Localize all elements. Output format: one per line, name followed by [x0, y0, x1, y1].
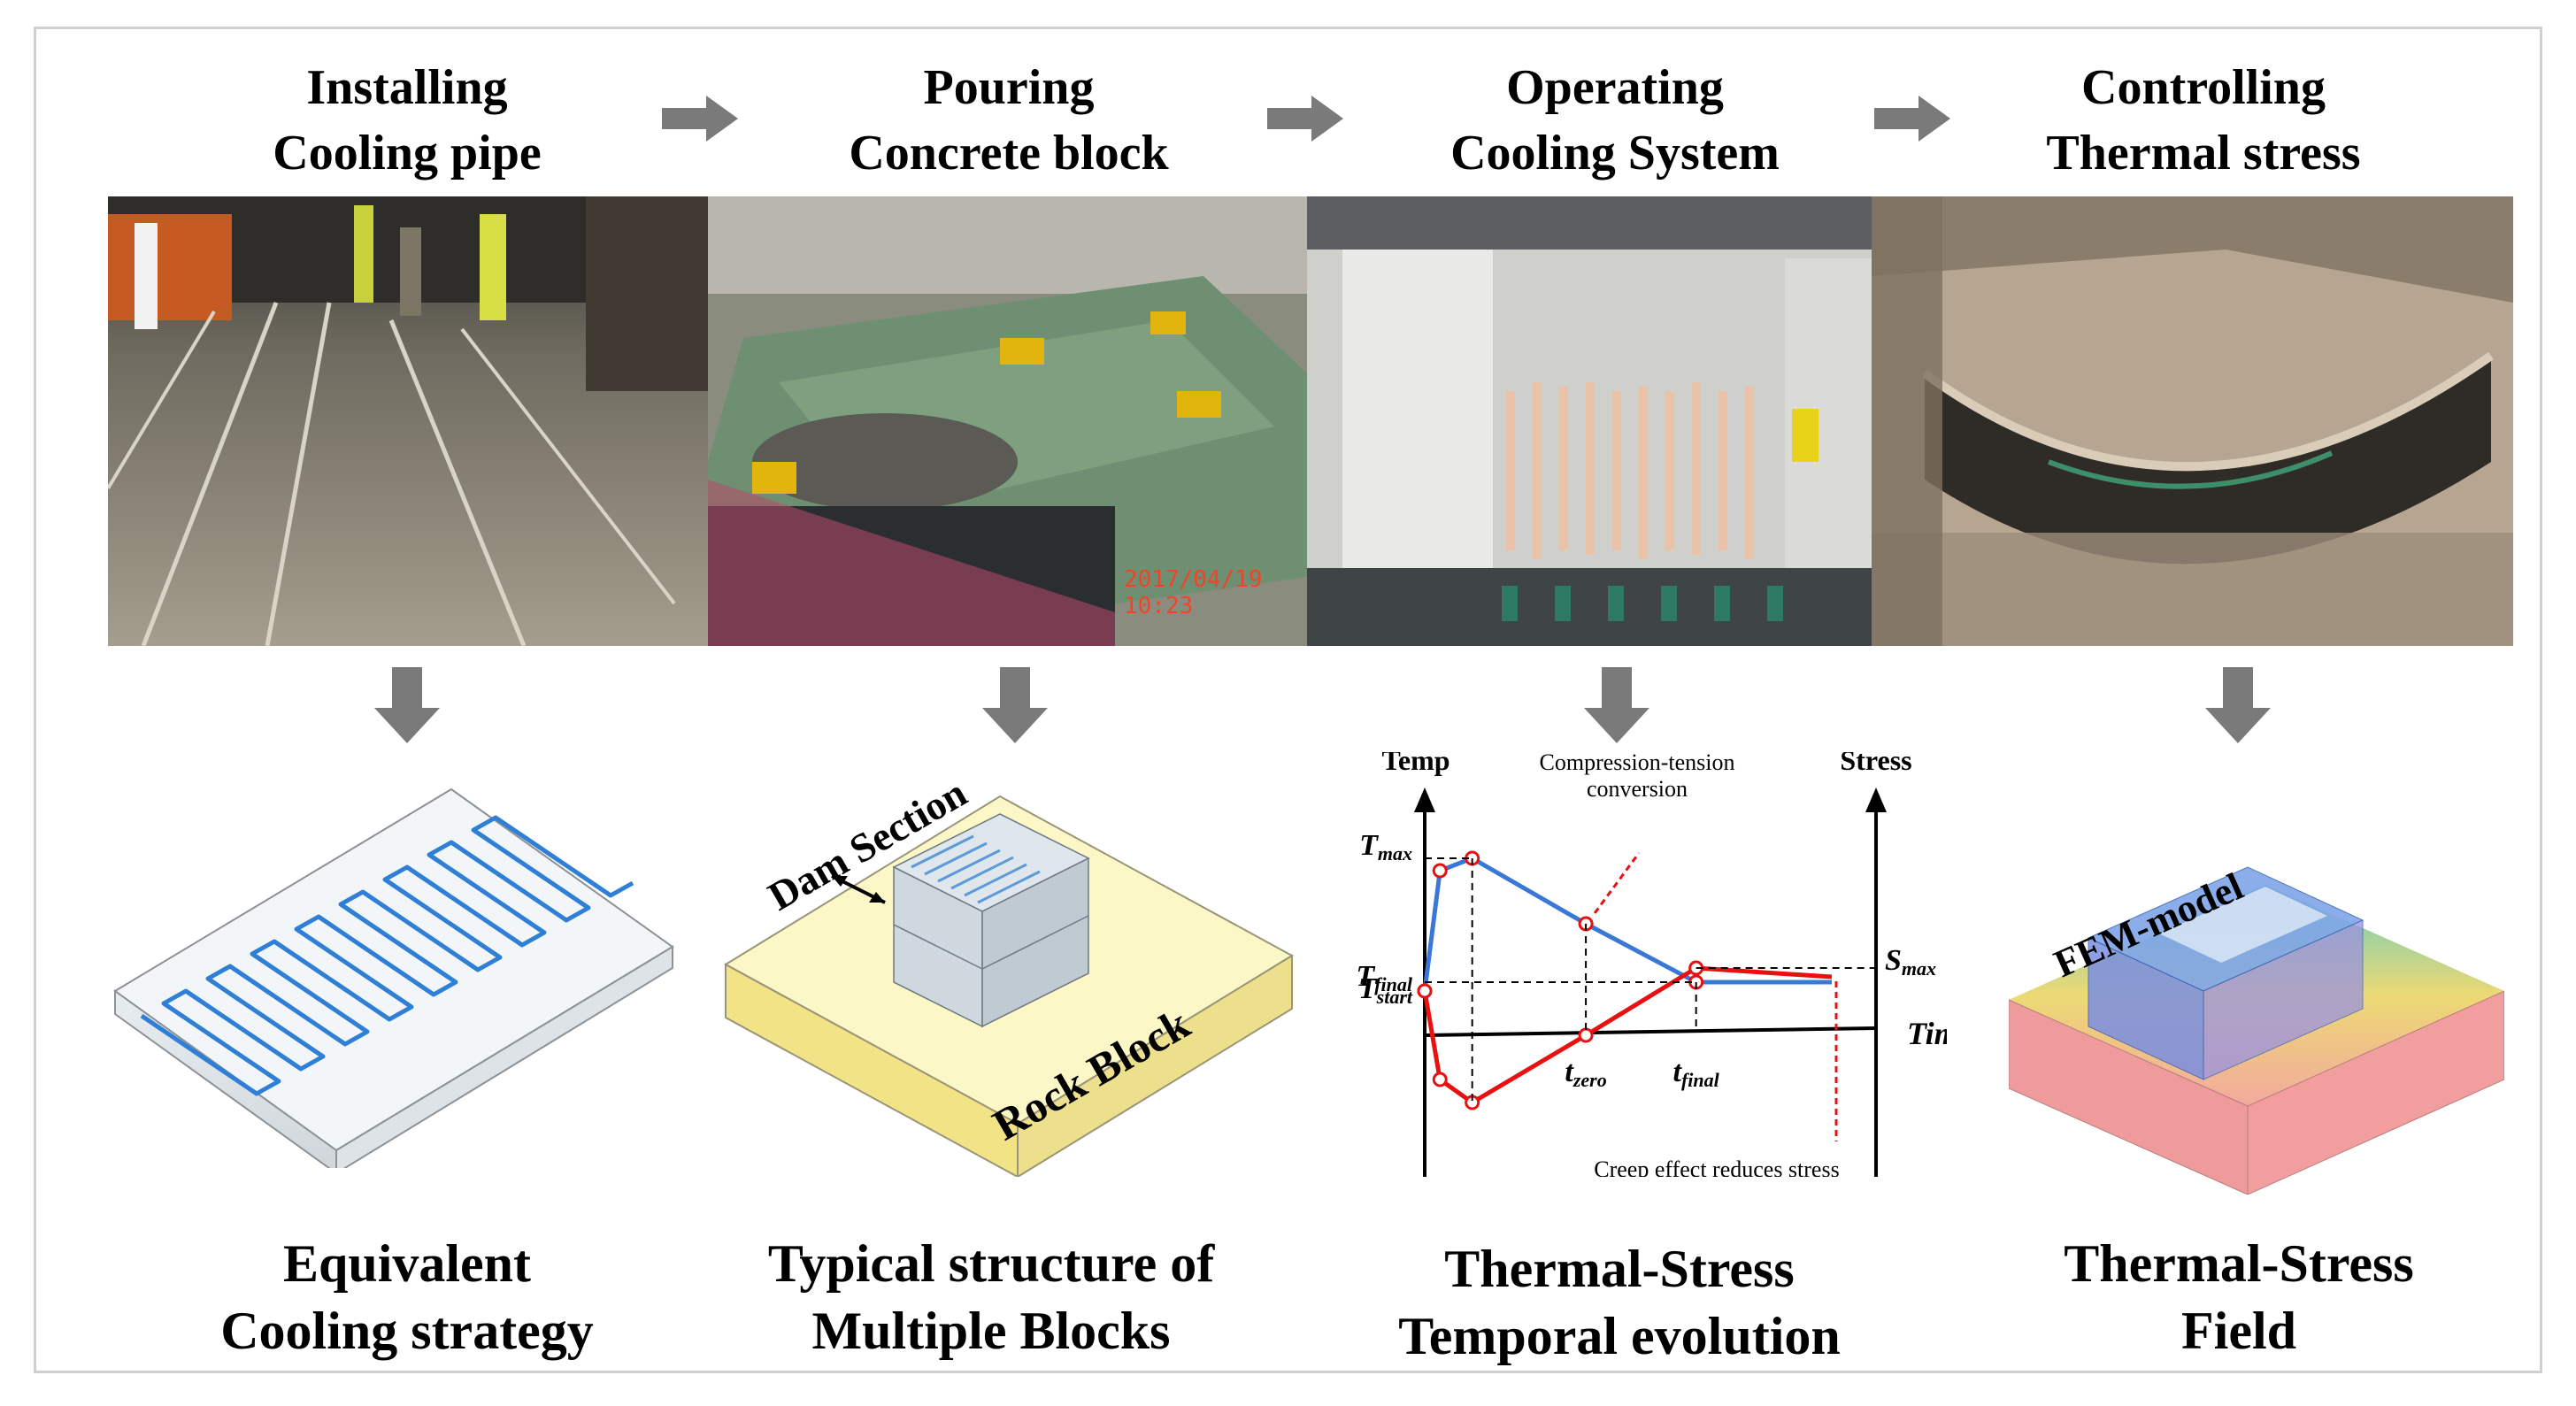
down-arrow-icon — [374, 667, 440, 743]
stress-axis-label: Stress — [1840, 752, 1911, 776]
tfinal-tick: Tfinal — [1356, 960, 1412, 995]
step1-title: Installing Cooling pipe — [273, 60, 542, 181]
caption-equivalent-cooling: Equivalent Cooling strategy — [220, 1234, 594, 1360]
fem-model-diagram: FEM-model — [2009, 864, 2504, 1195]
tfinal-tick-x: tfinal — [1673, 1056, 1720, 1091]
photo-installing-cooling-pipe — [108, 196, 708, 646]
figure-frame — [34, 27, 2542, 1373]
time-axis — [1424, 1026, 1877, 1037]
right-arrow-icon — [662, 96, 738, 142]
conversion-annotation: Compression-tension — [1540, 752, 1735, 775]
conversion-arrow — [1593, 852, 1641, 914]
time-axis-label: Time — [1907, 1016, 1947, 1051]
stress-point — [1432, 1072, 1448, 1087]
stress-point — [1578, 1027, 1594, 1043]
tstart-tick: Tstart — [1358, 972, 1413, 1008]
stress-point — [1417, 983, 1433, 999]
caption-thermal-stress-field: Thermal-Stress Field — [2064, 1234, 2414, 1360]
caption-temporal-evolution: Thermal-Stress Temporal evolution — [1398, 1240, 1841, 1365]
right-arrow-icon — [1874, 96, 1950, 142]
photo-operating-cooling-system — [1307, 196, 1872, 646]
temperature-point — [1432, 863, 1448, 879]
stress-curve — [1422, 965, 1833, 1105]
conversion-annotation: conversion — [1587, 776, 1688, 802]
step2-title: Pouring Concrete block — [849, 60, 1169, 181]
down-arrow-icon — [2205, 667, 2271, 743]
tzero-tick: tzero — [1565, 1056, 1606, 1091]
right-arrow-icon — [1267, 96, 1343, 142]
step3-title: Operating Cooling System — [1450, 60, 1780, 181]
smax-tick: Smax — [1885, 944, 1936, 980]
thermal-stress-chart: Temp StressTime Compression-tensionconvers… — [1356, 752, 1947, 1177]
step4-title: Controlling Thermal stress — [2046, 60, 2361, 181]
multi-block-diagram: Dam Section Rock Block — [724, 770, 1294, 1177]
tmax-tick: Tmax — [1359, 829, 1412, 864]
creep-annotation: Creep effect reduces stress — [1594, 1156, 1839, 1177]
fem-dam-block — [2087, 866, 2365, 1080]
photo-date-stamp: 2017/04/19 10:23 — [1124, 566, 1263, 619]
dam-section-stack — [892, 813, 1090, 1028]
photo-controlling-thermal-stress — [1872, 196, 2513, 646]
photo-pouring-concrete-block: 2017/04/19 10:23 — [708, 196, 1307, 646]
cooling-slab-diagram — [113, 788, 674, 1168]
down-arrow-icon — [982, 667, 1048, 743]
temperature-curve — [1422, 856, 1832, 992]
down-arrow-icon — [1584, 667, 1649, 743]
cooling-pipe-coil — [140, 815, 634, 1096]
left-axis-arrow — [1414, 788, 1435, 812]
temp-axis-label: Temp — [1381, 752, 1449, 776]
right-axis-arrow — [1865, 788, 1887, 812]
caption-multiple-blocks: Typical structure of Multiple Blocks — [767, 1234, 1215, 1360]
